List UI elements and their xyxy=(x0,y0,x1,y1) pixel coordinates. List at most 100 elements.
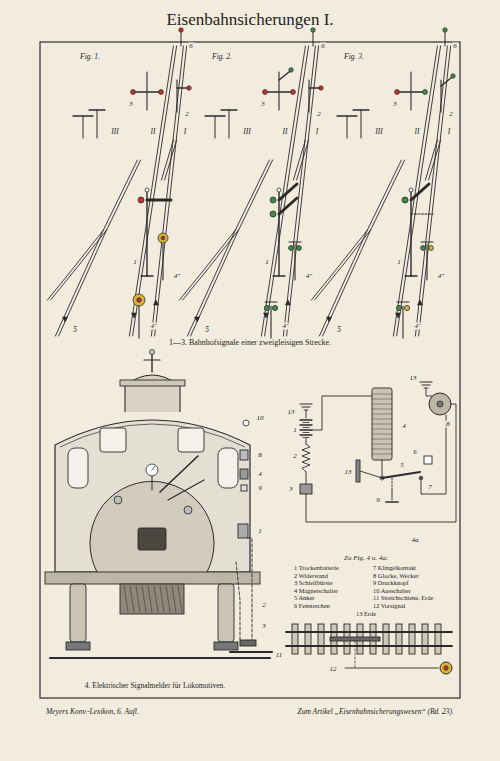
track-layout xyxy=(397,46,441,336)
running-gear xyxy=(172,586,176,612)
track-layout xyxy=(327,317,332,322)
track-layout xyxy=(59,160,141,336)
ground-signal xyxy=(205,115,225,116)
ground-signal xyxy=(97,110,98,138)
home-signal xyxy=(279,198,297,214)
caption-text: Zum Artikel „Eisenbahnsicherungswesen“ (… xyxy=(296,708,455,716)
home-signal xyxy=(279,184,297,200)
callout-number: 6 xyxy=(412,449,418,456)
track-layout xyxy=(183,230,239,300)
home-signal xyxy=(138,188,171,276)
home-signal xyxy=(147,199,171,202)
track-layout xyxy=(396,313,401,318)
track-layout xyxy=(264,313,269,318)
track-layout xyxy=(286,300,291,305)
callout-number: 3 xyxy=(288,486,294,493)
distant-signal xyxy=(133,294,145,338)
plate-frame xyxy=(40,42,460,698)
circuit-schematic xyxy=(372,419,392,420)
exit-signal xyxy=(319,86,323,90)
callout-number: 4 xyxy=(401,423,407,430)
callout-number: 3 xyxy=(392,101,398,108)
track-signal xyxy=(445,32,446,46)
exit-signal xyxy=(309,80,323,112)
home-signal xyxy=(277,188,281,192)
callout-number: 3 xyxy=(260,101,266,108)
home-signal xyxy=(411,184,429,200)
track-layout xyxy=(419,46,451,336)
track-layout xyxy=(418,300,423,305)
distant-signal xyxy=(402,306,403,338)
circuit-schematic xyxy=(372,414,392,415)
exit-signal xyxy=(131,72,164,110)
track-signal xyxy=(179,28,183,46)
callout-number: I xyxy=(447,128,452,136)
ground-signal xyxy=(215,116,216,138)
exit-signal xyxy=(176,80,177,112)
circuit-schematic xyxy=(372,404,392,405)
track-contact-rail xyxy=(355,641,356,668)
circuit-schematic xyxy=(372,388,392,460)
caption-text: 1—3. Bahnhofsignale einer zweigleisigen … xyxy=(168,339,332,347)
circuit-schematic xyxy=(300,424,312,425)
callout-number: 1 xyxy=(396,259,402,266)
track-layout xyxy=(393,46,437,336)
ground-signal xyxy=(229,110,230,138)
callout-number: III xyxy=(110,128,120,136)
circuit-schematic xyxy=(306,438,307,444)
callout-number: 12 xyxy=(329,666,338,673)
caption-text: Fig. 3. xyxy=(343,53,365,61)
track-layout xyxy=(315,230,371,300)
home-signal xyxy=(278,192,279,276)
running-gear xyxy=(166,586,170,612)
home-signal xyxy=(273,275,285,276)
callout-number: 5 xyxy=(204,326,210,334)
exit-signal xyxy=(177,87,187,88)
track-contact-rail xyxy=(440,662,452,674)
running-gear xyxy=(218,584,234,642)
distant-signal xyxy=(426,244,427,280)
track-contact-rail xyxy=(305,624,311,654)
callout-number: II xyxy=(282,128,289,136)
exit-signal xyxy=(263,68,296,110)
distant-signal xyxy=(133,294,145,306)
legend-entry: 10 Ausschalter xyxy=(372,588,412,594)
running-gear xyxy=(130,586,134,612)
track-contact-rail xyxy=(409,624,415,654)
track-layout xyxy=(191,160,273,336)
track-layout xyxy=(133,46,177,336)
exit-signal xyxy=(395,72,428,110)
exit-signal xyxy=(441,74,455,112)
home-signal xyxy=(270,211,276,217)
circuit-schematic xyxy=(302,407,310,408)
legend-entry: 8 Glocke, Wecker xyxy=(372,572,420,578)
distant-signal xyxy=(158,233,168,280)
ground-signal xyxy=(73,115,93,116)
exit-signal xyxy=(399,91,423,92)
callout-number: 13 xyxy=(344,469,353,476)
signal-device xyxy=(238,420,249,538)
callout-number: 5 xyxy=(336,326,342,334)
circuit-schematic xyxy=(360,471,382,478)
track-layout xyxy=(293,140,305,180)
distant-signal xyxy=(161,236,165,240)
track-layout xyxy=(297,140,309,180)
running-gear xyxy=(142,586,146,612)
circuit-schematic xyxy=(300,403,312,404)
circuit-schematic xyxy=(372,439,392,440)
track-contact-rail xyxy=(292,624,298,654)
distant-signal xyxy=(297,246,302,251)
circuit-schematic xyxy=(386,501,398,503)
running-gear xyxy=(45,572,260,584)
home-signal xyxy=(409,188,413,192)
ground-signal xyxy=(221,109,237,110)
home-signal xyxy=(405,275,417,276)
track-contact-rail xyxy=(345,668,438,669)
callout-number: 1 xyxy=(257,528,263,535)
track-signal xyxy=(311,28,315,46)
callout-number: 4′ xyxy=(281,323,288,330)
track-layout xyxy=(261,46,305,336)
callout-number: 6 xyxy=(452,43,458,50)
callout-number: I xyxy=(315,128,320,136)
running-gear xyxy=(154,586,158,612)
